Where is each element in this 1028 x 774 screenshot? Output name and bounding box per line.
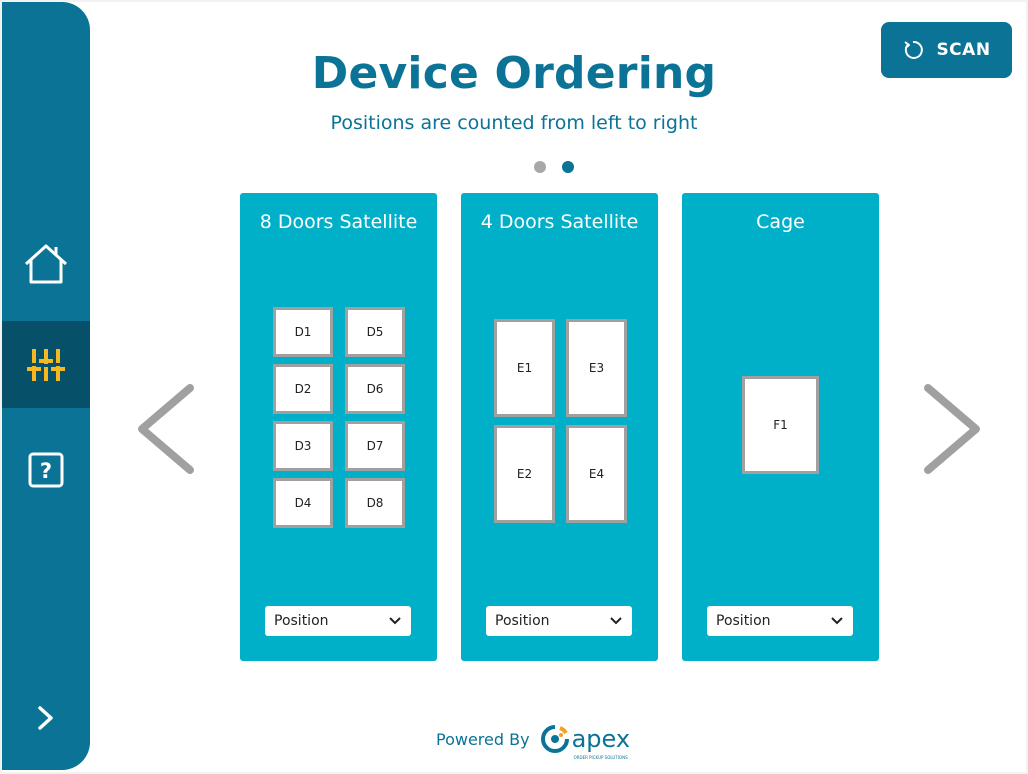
pagination-dots xyxy=(534,161,574,173)
door-slot[interactable]: D7 xyxy=(345,421,405,471)
position-select[interactable]: Position xyxy=(265,606,411,636)
door-slot[interactable]: D8 xyxy=(345,478,405,528)
refresh-icon xyxy=(904,40,924,59)
door-slot[interactable]: D3 xyxy=(273,421,333,471)
page-dot-1[interactable] xyxy=(534,161,546,173)
chevron-down-icon xyxy=(831,617,843,625)
chevron-down-icon xyxy=(389,617,401,625)
scan-button-label: SCAN xyxy=(936,40,991,60)
apex-logo: apex ORDER PICKUP SOLUTIONS xyxy=(540,724,631,760)
door-slot[interactable]: F1 xyxy=(742,376,819,474)
page-subtitle: Positions are counted from left to right xyxy=(330,112,698,134)
home-icon xyxy=(24,244,68,284)
door-slot[interactable]: E3 xyxy=(566,319,627,417)
position-select-label: Position xyxy=(495,613,550,629)
position-select[interactable]: Position xyxy=(486,606,632,636)
card-title: Cage xyxy=(756,211,805,233)
card-title: 8 Doors Satellite xyxy=(259,211,418,233)
sidebar-expand-button[interactable] xyxy=(2,688,90,748)
chevron-down-icon xyxy=(610,617,622,625)
position-select[interactable]: Position xyxy=(707,606,853,636)
sidebar-item-settings[interactable] xyxy=(2,321,90,408)
device-card-8-doors-satellite[interactable]: 8 Doors Satellite D1 D2 D3 D4 D5 D6 D7 D… xyxy=(240,193,437,661)
apex-tagline: ORDER PICKUP SOLUTIONS xyxy=(573,755,628,760)
door-slot[interactable]: E1 xyxy=(494,319,555,417)
position-select-label: Position xyxy=(716,613,771,629)
door-slot[interactable]: D2 xyxy=(273,364,333,414)
position-select-label: Position xyxy=(274,613,329,629)
apex-logo-icon xyxy=(540,725,569,753)
door-slot[interactable]: D6 xyxy=(345,364,405,414)
page-dot-2[interactable] xyxy=(562,161,574,173)
next-arrow-icon[interactable] xyxy=(920,382,984,476)
door-slot[interactable]: D5 xyxy=(345,307,405,357)
svg-text:?: ? xyxy=(40,459,52,483)
card-title: 4 Doors Satellite xyxy=(480,211,639,233)
sidebar: ? xyxy=(2,2,90,770)
door-slot[interactable]: E2 xyxy=(494,425,555,523)
sidebar-item-home[interactable] xyxy=(2,226,90,302)
apex-brand-text: apex xyxy=(571,725,631,753)
door-slot[interactable]: E4 xyxy=(566,425,627,523)
device-card-4-doors-satellite[interactable]: 4 Doors Satellite E1 E2 E3 E4 Position xyxy=(461,193,658,661)
previous-arrow-icon[interactable] xyxy=(134,382,198,476)
sliders-icon xyxy=(27,348,65,381)
help-icon: ? xyxy=(28,452,64,488)
device-card-cage[interactable]: Cage F1 Position xyxy=(682,193,879,661)
door-slot[interactable]: D4 xyxy=(273,478,333,528)
scan-button[interactable]: SCAN xyxy=(881,22,1012,78)
sidebar-item-help[interactable]: ? xyxy=(2,430,90,510)
door-slot[interactable]: D1 xyxy=(273,307,333,357)
chevron-right-icon xyxy=(38,706,53,730)
footer: Powered By apex ORDER PICKUP SOLUTIONS xyxy=(436,724,631,760)
page-title: Device Ordering xyxy=(311,48,717,99)
powered-by-text: Powered By xyxy=(436,729,530,749)
